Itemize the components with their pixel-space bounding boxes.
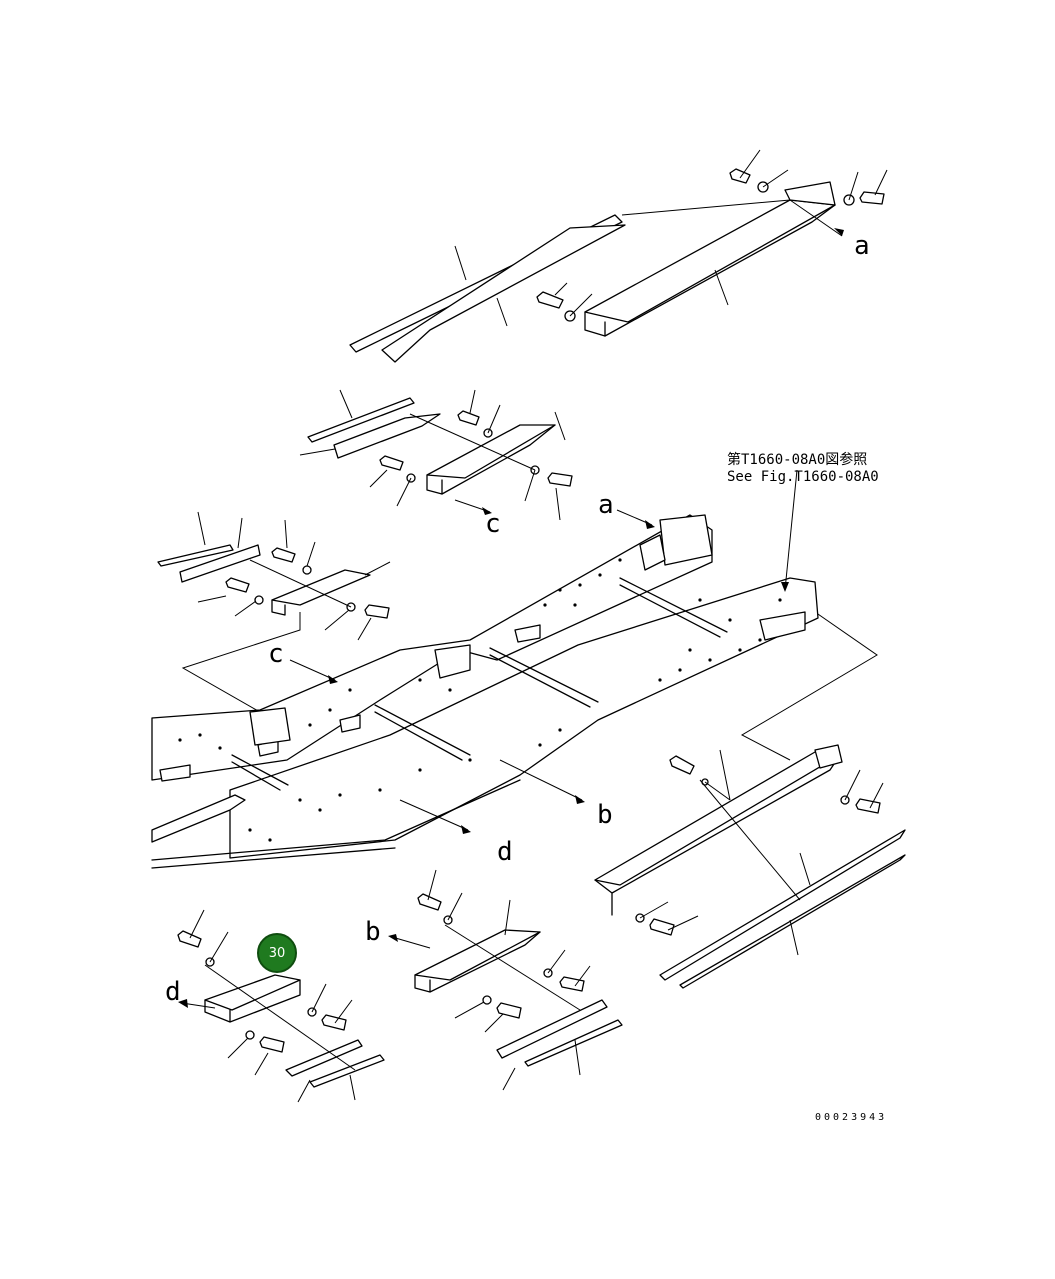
reference-jp: 第T1660-08A0図参照: [727, 451, 867, 468]
view-letter-b-lower: b: [365, 917, 381, 947]
lower-left-bracket-assembly: [177, 909, 385, 1103]
view-letter-d-frame: d: [497, 837, 513, 867]
view-letter-c-upper: c: [485, 509, 501, 539]
frame-holes: [178, 558, 782, 842]
part-callout-number: 30: [268, 945, 286, 961]
middle-bracket-assembly: [299, 389, 573, 521]
view-letter-c-frame: c: [268, 639, 284, 669]
right-bracket-assembly: [594, 744, 906, 989]
top-bracket-assembly: [349, 149, 888, 363]
lower-middle-bracket-assembly: [388, 869, 623, 1091]
main-frame: [151, 469, 878, 869]
view-letter-d-lower: d: [165, 977, 181, 1007]
view-letter-a-top: a: [854, 231, 870, 261]
drawing-number: 00023943: [815, 1112, 887, 1123]
view-letter-a-frame: a: [598, 490, 614, 520]
view-letter-b-frame: b: [597, 800, 613, 830]
left-bracket-assembly: [157, 511, 391, 641]
reference-en: See Fig.T1660-08A0: [727, 469, 879, 485]
part-callout-badge[interactable]: 30: [257, 933, 297, 973]
